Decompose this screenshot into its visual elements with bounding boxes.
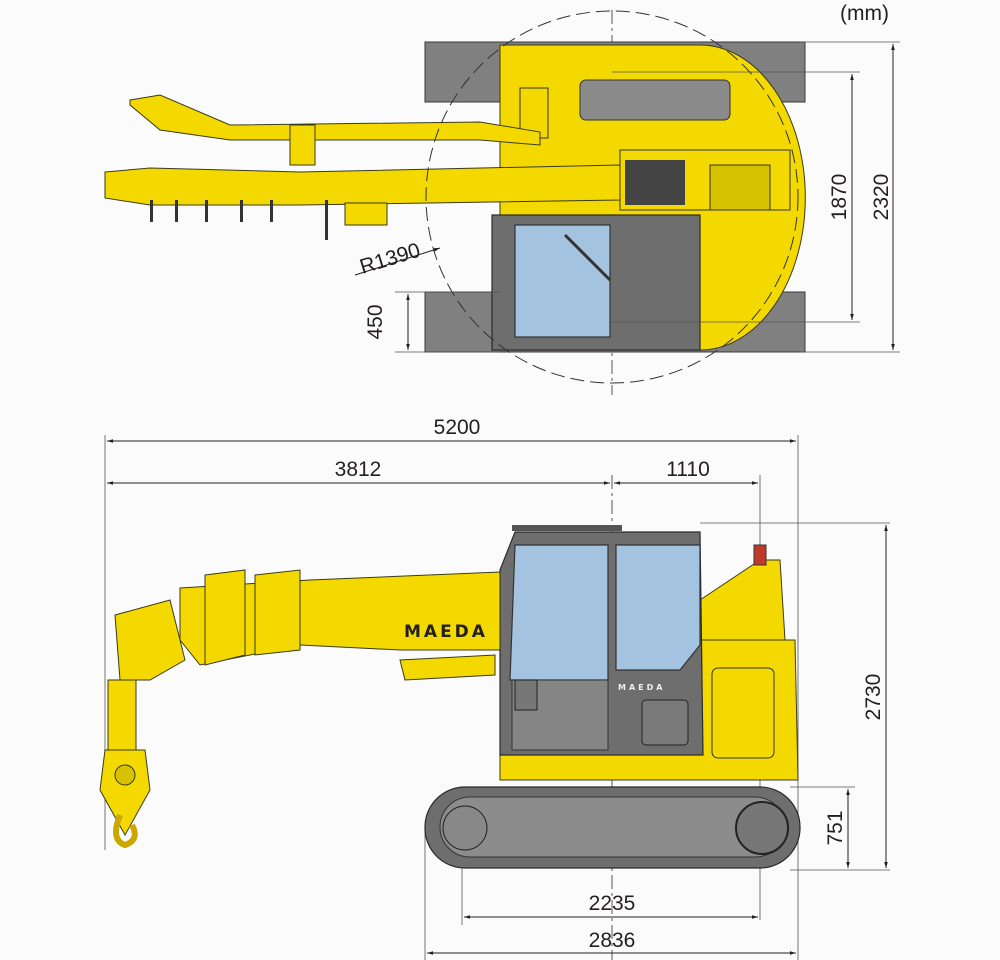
winch-drum bbox=[625, 160, 685, 205]
side-view: MAEDA MAEDA 5200 3812 1110 2730 751 2235… bbox=[99, 416, 890, 960]
dim-crawler-length: 2836 bbox=[589, 929, 636, 952]
boom-brand: MAEDA bbox=[404, 622, 488, 642]
main-boom bbox=[104, 164, 621, 206]
dim-overall-length: 5200 bbox=[434, 416, 481, 439]
sprocket bbox=[735, 801, 789, 855]
roof-rail bbox=[512, 525, 622, 531]
boom-bracket bbox=[289, 124, 316, 166]
boom-sections bbox=[204, 569, 301, 666]
cab-door-window bbox=[509, 544, 609, 681]
dim-track-width: 450 bbox=[364, 304, 387, 339]
dim-inner-track: 1870 bbox=[828, 174, 851, 221]
cab-roof-glass bbox=[514, 224, 611, 338]
units-label: (mm) bbox=[840, 2, 889, 25]
dim-front-to-center: 3812 bbox=[335, 458, 382, 481]
idler bbox=[442, 805, 488, 851]
dim-tumbler-distance: 2235 bbox=[589, 892, 636, 915]
cab-brand: MAEDA bbox=[618, 683, 665, 692]
rear-door bbox=[711, 667, 775, 759]
dim-height: 2730 bbox=[862, 674, 885, 721]
hook-icon bbox=[113, 813, 138, 849]
dim-swing-radius: R1390 bbox=[357, 239, 423, 279]
hook-block bbox=[99, 749, 151, 837]
wiper bbox=[563, 233, 612, 282]
sheave bbox=[114, 764, 136, 786]
dim-overall-width: 2320 bbox=[870, 174, 893, 221]
hook-holder bbox=[344, 202, 388, 226]
jib bbox=[114, 599, 186, 681]
radius-leader bbox=[354, 247, 441, 276]
dim-crawler-height: 751 bbox=[824, 810, 847, 845]
winch-housing bbox=[699, 559, 786, 641]
cab-side-window bbox=[615, 544, 701, 671]
dim-center-to-rear: 1110 bbox=[666, 458, 710, 481]
swing-radius-circle bbox=[425, 10, 799, 384]
warning-light bbox=[753, 544, 767, 566]
top-view: 1870 2320 450 R1390 bbox=[104, 10, 900, 395]
counterweight-box bbox=[709, 164, 771, 211]
vent-grille bbox=[641, 699, 689, 746]
crawler-frame bbox=[439, 796, 786, 858]
boom-pins bbox=[150, 200, 328, 240]
boom-cylinder bbox=[399, 654, 496, 681]
door-handle bbox=[514, 679, 538, 711]
hook-block-rope bbox=[107, 679, 137, 751]
engine-cover bbox=[579, 79, 731, 121]
